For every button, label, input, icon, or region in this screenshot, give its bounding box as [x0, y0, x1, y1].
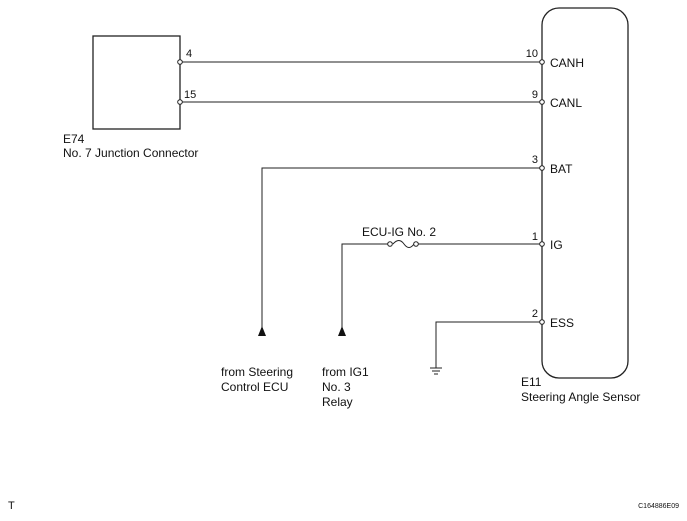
signal-label-canl: CANL: [550, 96, 582, 110]
signal-label-canh: CANH: [550, 56, 584, 70]
junction-connector-name: No. 7 Junction Connector: [63, 146, 198, 160]
pin-label-1: 1: [532, 231, 538, 243]
source-ig1-line2: No. 3: [322, 380, 351, 394]
source-ig1-line1: from IG1: [322, 365, 369, 379]
sensor-box: [541, 7, 629, 379]
sensor-code: E11: [521, 375, 542, 389]
pin-label-10: 10: [526, 48, 538, 60]
terminal-e74-4: [177, 59, 183, 65]
arrow-up-icon: [258, 326, 266, 336]
sensor-name: Steering Angle Sensor: [521, 390, 640, 404]
footer-left-mark: T: [8, 500, 15, 512]
junction-connector-box: [92, 35, 181, 130]
junction-connector-code: E74: [63, 132, 85, 146]
arrow-up-icon: [338, 326, 346, 336]
fuse-icon: [392, 240, 415, 248]
bat-wire: [261, 167, 542, 335]
fuse-terminal-right: [413, 241, 419, 247]
terminal-e11-bat: [539, 165, 545, 171]
ig-wire-left: [341, 243, 390, 335]
ess-wire: [435, 321, 542, 368]
source-steering-ecu-line2: Control ECU: [221, 380, 288, 394]
signal-label-ess: ESS: [550, 316, 574, 330]
pin-label-2: 2: [532, 308, 538, 320]
source-steering-ecu-line1: from Steering: [221, 365, 293, 379]
pin-label-9: 9: [532, 89, 538, 101]
signal-label-bat: BAT: [550, 162, 573, 176]
ground-icon: [430, 367, 442, 375]
pin-label-3: 3: [532, 154, 538, 166]
terminal-e11-canl: [539, 99, 545, 105]
figure-code: C164886E09: [638, 503, 679, 510]
terminal-e11-ess: [539, 319, 545, 325]
source-ig1-line3: Relay: [322, 395, 353, 409]
terminal-e11-canh: [539, 59, 545, 65]
pin-label-4: 4: [186, 48, 192, 60]
terminal-e11-ig: [539, 241, 545, 247]
signal-label-ig: IG: [550, 238, 563, 252]
fuse-label: ECU-IG No. 2: [362, 225, 436, 239]
pin-label-15: 15: [184, 89, 196, 101]
fuse-terminal-left: [387, 241, 393, 247]
terminal-e74-15: [177, 99, 183, 105]
